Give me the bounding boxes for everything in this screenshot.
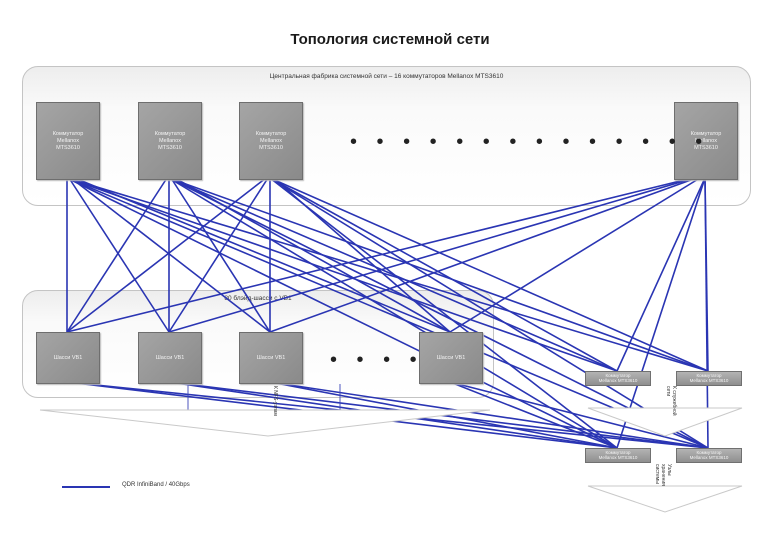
storage-label: Узлы хранения системы — [654, 464, 672, 486]
infiniband-link — [269, 177, 709, 449]
infiniband-link — [68, 177, 170, 333]
infiniband-link — [269, 177, 618, 372]
chassis-ellipsis: • • • • — [330, 349, 424, 371]
infiniband-link — [66, 177, 693, 333]
service-label: К служебной сети — [665, 386, 677, 416]
chassis-node: Шасси VB1 — [138, 332, 202, 384]
chassis-label: 80 блэйд-шасси с VB1 — [224, 295, 292, 302]
chassis-node: Шасси VB1 — [36, 332, 100, 384]
edge-switch: Коммутатор Mellanox MTS3610 — [585, 448, 651, 463]
infiniband-link — [616, 177, 706, 449]
fabric-switch: Коммутатор Mellanox MTS3610 — [674, 102, 738, 180]
infiniband-link — [269, 177, 618, 449]
page-title: Топология системной сети — [290, 31, 490, 48]
infiniband-link — [66, 177, 267, 333]
infiniband-link — [616, 177, 706, 372]
fabric-label: Центральная фабрика системной сети – 16 … — [269, 73, 504, 80]
infiniband-link — [168, 177, 269, 333]
nfs-arrow — [39, 409, 491, 437]
fabric-switch: Коммутатор Mellanox MTS3610 — [36, 102, 100, 180]
infiniband-link — [70, 177, 271, 333]
infiniband-link — [704, 177, 709, 449]
nfs-label: К NFS-узлам — [272, 386, 278, 416]
infiniband-link — [449, 381, 618, 449]
infiniband-link — [168, 177, 618, 449]
infiniband-link — [168, 177, 709, 372]
infiniband-link — [269, 177, 709, 372]
infiniband-link — [269, 177, 697, 333]
edge-switch: Коммутатор Mellanox MTS3610 — [676, 448, 742, 463]
infiniband-link — [168, 177, 709, 449]
infiniband-link — [168, 177, 695, 333]
legend-text: QDR InfiniBand / 40Gbps — [122, 482, 190, 488]
infiniband-link — [66, 177, 618, 372]
fabric-switch: Коммутатор Mellanox MTS3610 — [138, 102, 202, 180]
storage-arrow — [587, 485, 743, 513]
edge-switch: Коммутатор Mellanox MTS3610 — [676, 371, 742, 386]
infiniband-link — [66, 177, 618, 449]
infiniband-link — [66, 177, 709, 372]
infiniband-link — [170, 177, 271, 333]
legend-line — [62, 486, 110, 488]
service-arrow — [587, 407, 743, 437]
infiniband-link — [449, 381, 709, 449]
infiniband-link — [66, 177, 709, 449]
chassis-node: Шасси VB1 — [239, 332, 303, 384]
chassis-node: Шасси VB1 — [419, 332, 483, 384]
edge-switch: Коммутатор Mellanox MTS3610 — [585, 371, 651, 386]
infiniband-link — [269, 381, 709, 449]
infiniband-link — [74, 177, 451, 333]
fabric-ellipsis: • • • • • • • • • • • • • • — [350, 131, 710, 153]
fabric-switch: Коммутатор Mellanox MTS3610 — [239, 102, 303, 180]
infiniband-link — [66, 177, 168, 333]
